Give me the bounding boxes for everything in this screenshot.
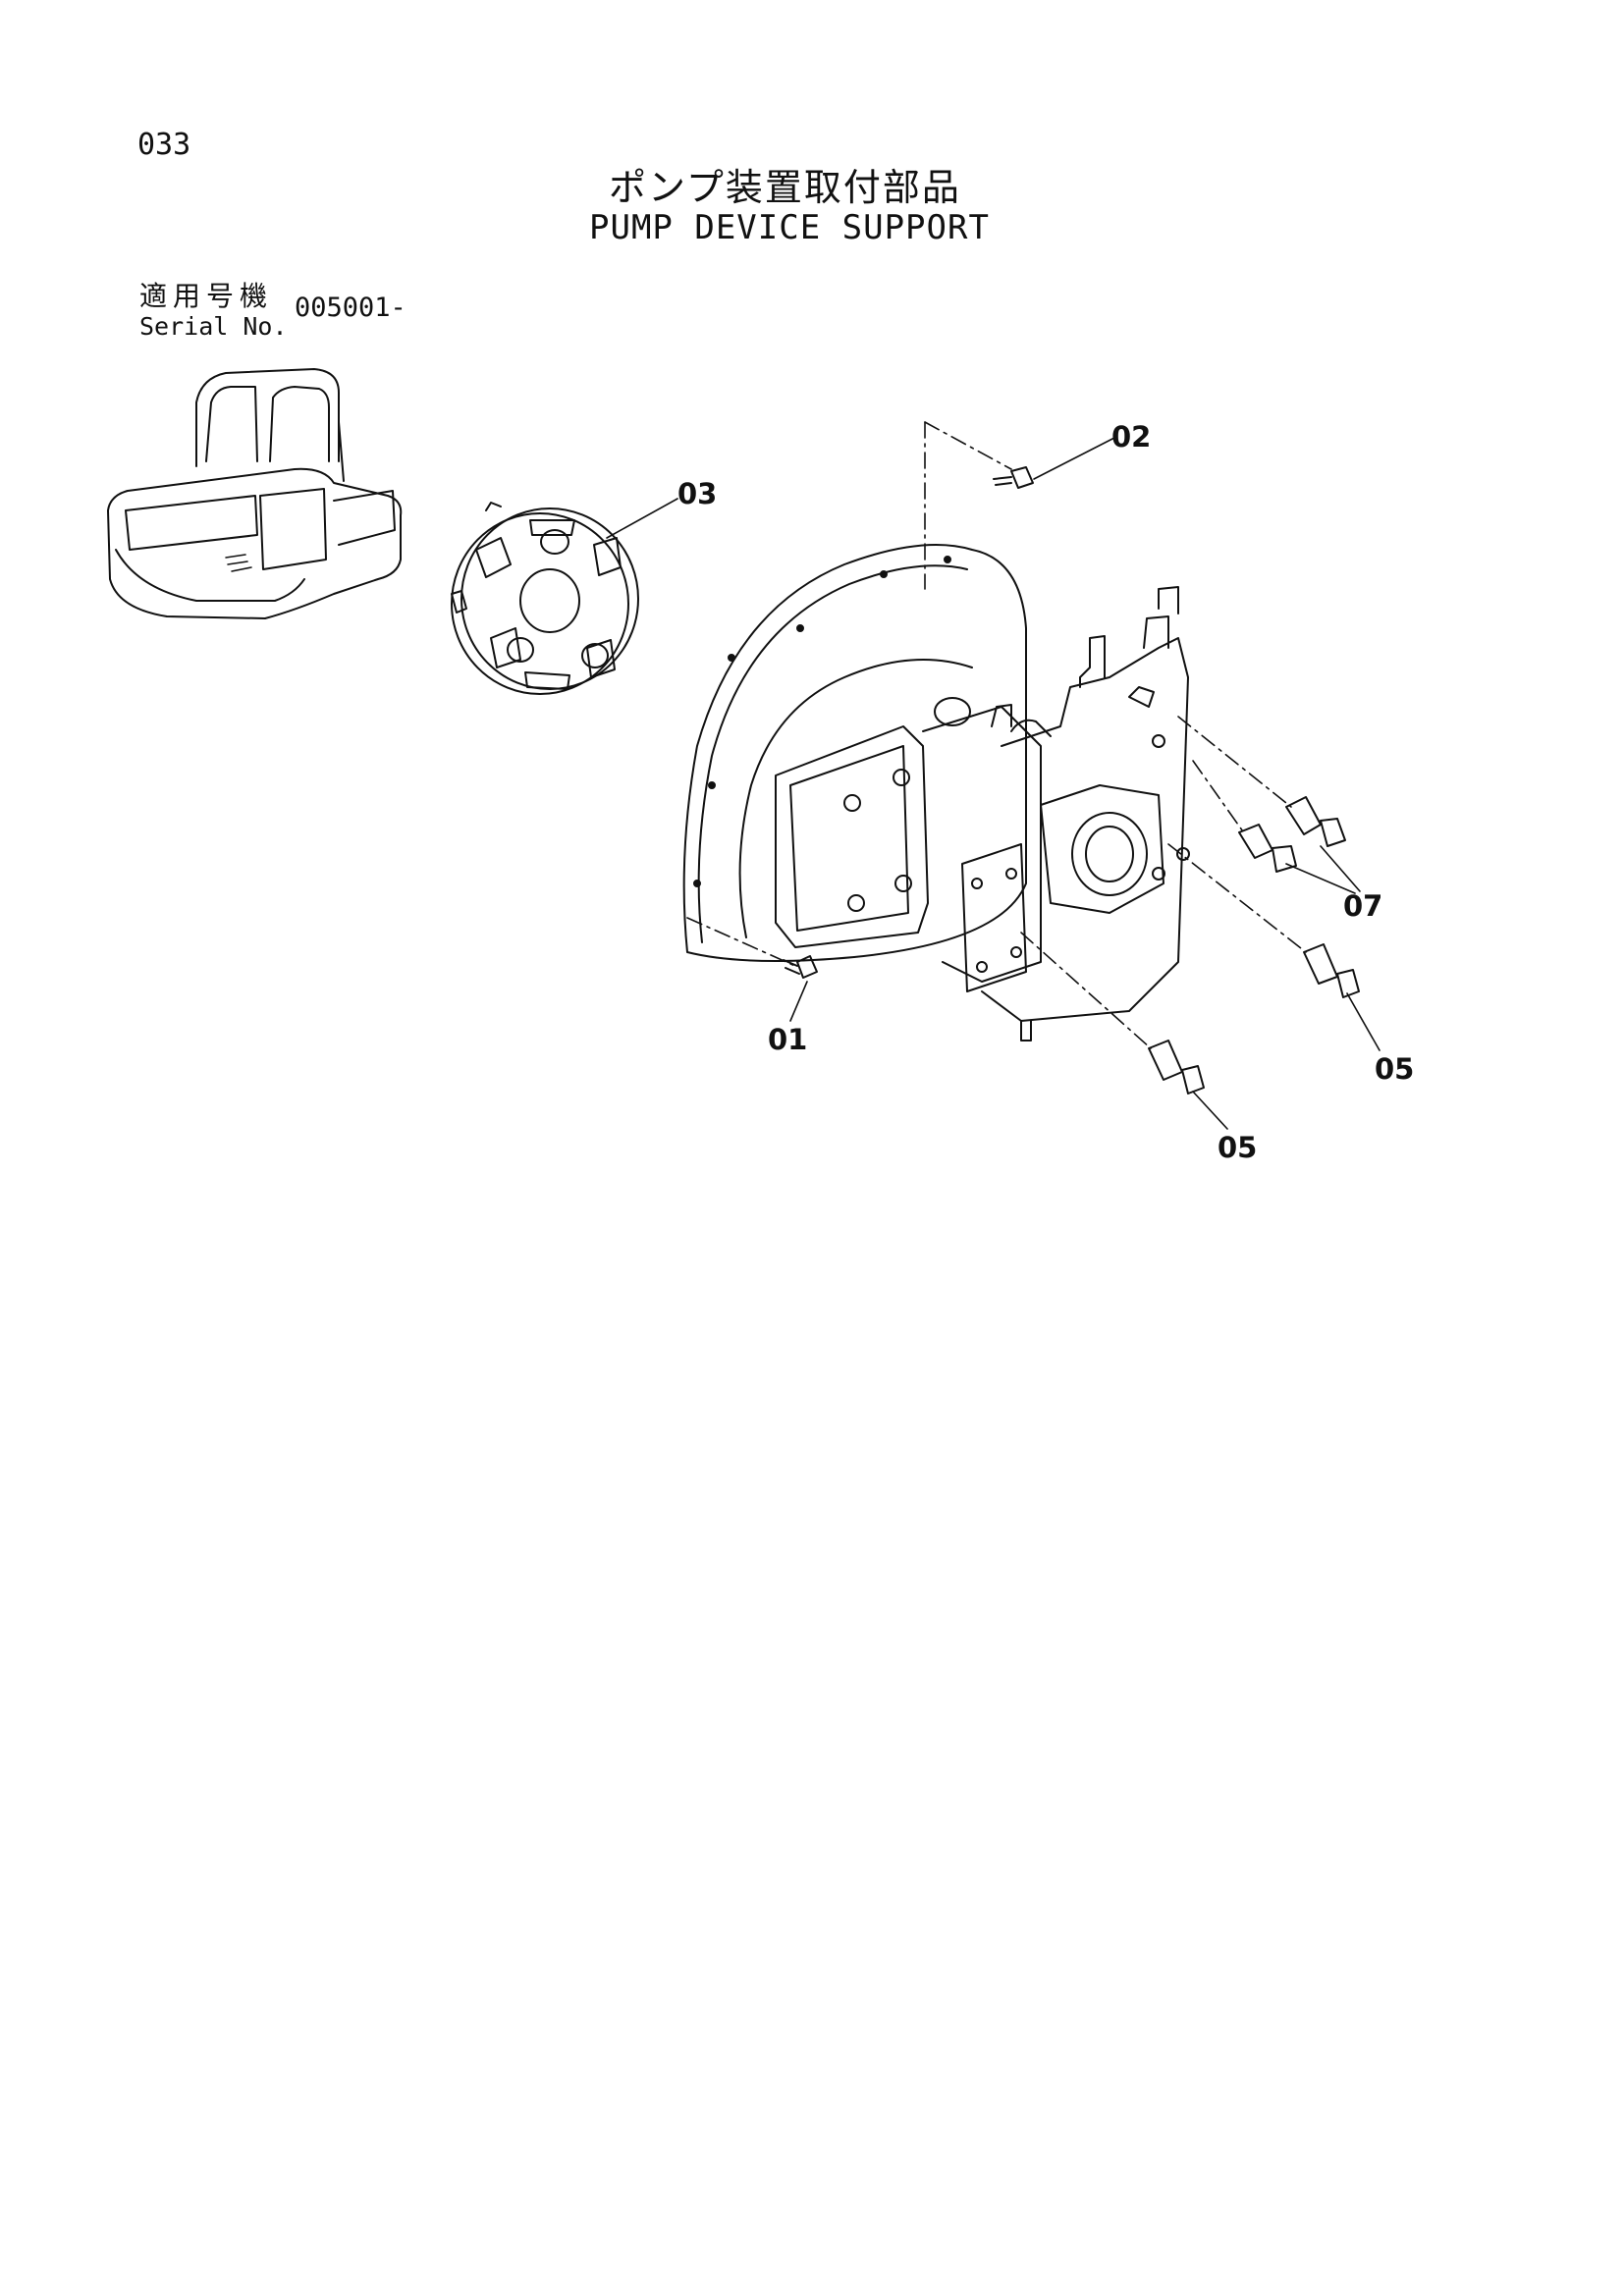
pump-flange-illustration [682, 544, 1027, 962]
excavator-illustration [107, 368, 403, 619]
sensor-07-lower-illustration [1238, 824, 1297, 873]
assembly-lines [686, 421, 1307, 1049]
callout-02: 02 [1111, 420, 1152, 454]
page-number: 033 [137, 128, 191, 162]
serial-number-value: 005001- [295, 293, 406, 323]
coupling-illustration [451, 502, 639, 695]
callout-07: 07 [1343, 889, 1383, 923]
sensor-05-bottom-illustration [1148, 1040, 1205, 1095]
callout-01: 01 [768, 1023, 808, 1056]
bolt-02-illustration [993, 466, 1034, 489]
pump-body-illustration [775, 586, 1190, 1041]
leader-lines [606, 437, 1380, 1130]
callout-05-right: 05 [1375, 1052, 1415, 1086]
serial-label-english: Serial No. [139, 312, 288, 341]
callout-05-bottom: 05 [1218, 1131, 1258, 1164]
sensor-07-upper-illustration [1285, 796, 1346, 847]
page-title-japanese: ポンプ装置取付部品 [609, 166, 961, 209]
bolt-01-illustration [783, 955, 818, 979]
serial-label-japanese: 適用号機 [139, 280, 274, 312]
callout-03: 03 [677, 477, 718, 510]
sensor-05-right-illustration [1303, 943, 1360, 998]
page-title-english: PUMP DEVICE SUPPORT [589, 208, 990, 247]
